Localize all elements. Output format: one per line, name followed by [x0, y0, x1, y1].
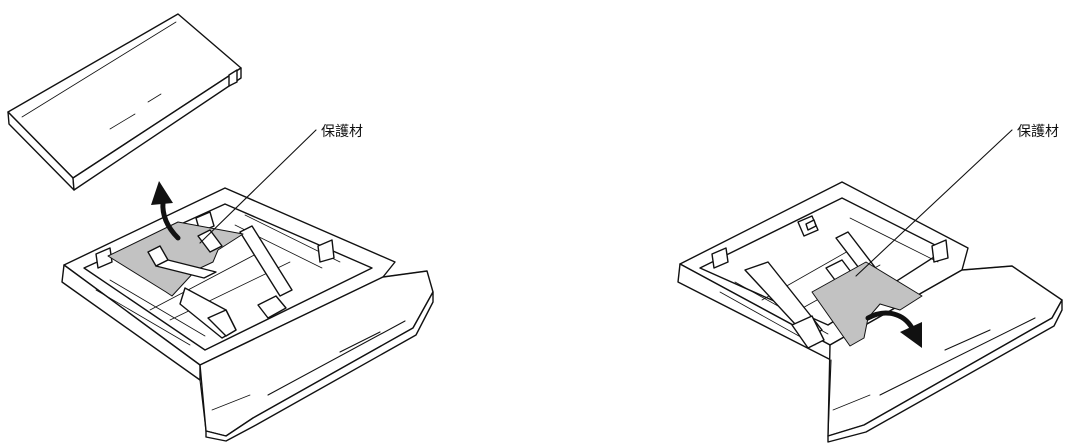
arrow-down-curved-icon — [865, 310, 922, 348]
leader-line-left — [199, 129, 317, 244]
tray-guide-left — [147, 229, 223, 279]
callout-protective-material-left: 保護材 — [321, 124, 363, 140]
tray-cover — [7, 13, 242, 191]
callout-protective-material-right: 保護材 — [1017, 124, 1059, 140]
paper-tray-left — [61, 187, 434, 442]
arrow-up-curved-icon — [151, 181, 181, 241]
protective-material-right — [811, 261, 923, 347]
leader-line-right — [855, 129, 1013, 277]
